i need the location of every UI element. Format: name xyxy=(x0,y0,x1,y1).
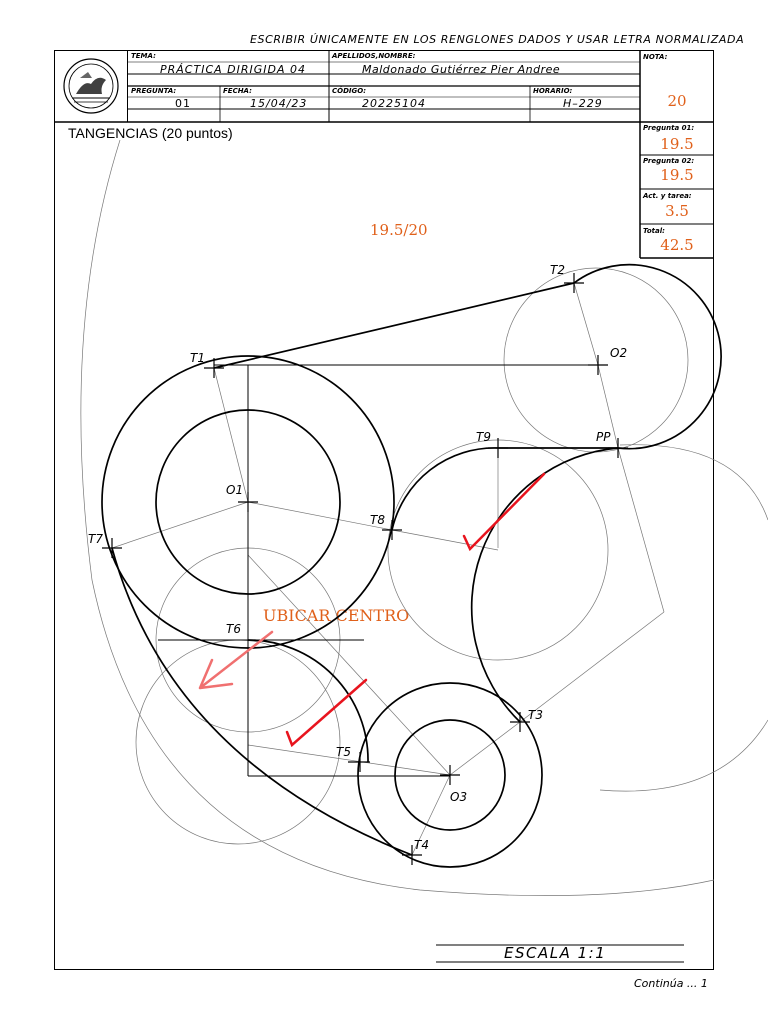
label-t8: T8 xyxy=(370,513,385,527)
label-pp: PP xyxy=(596,430,611,444)
arc-o2 xyxy=(573,263,722,450)
ubicar-centro-arrow xyxy=(198,630,274,690)
large-construction-arc xyxy=(80,139,715,896)
grade-label-p1: Pregunta 01: xyxy=(643,124,695,132)
arc-t9 xyxy=(391,447,499,531)
horario-label: HORARIO: xyxy=(533,87,573,95)
scale-label: ESCALA 1:1 xyxy=(504,944,607,962)
label-t5: T5 xyxy=(336,745,351,759)
label-t7: T7 xyxy=(88,532,103,546)
grade-label-p2: Pregunta 02: xyxy=(643,157,695,165)
label-t6: T6 xyxy=(226,622,241,636)
label-o1: O1 xyxy=(226,483,243,497)
score-note: 19.5/20 xyxy=(370,221,428,239)
label-t4: T4 xyxy=(414,838,429,852)
tangent-t1-t2 xyxy=(213,282,575,369)
label-t2: T2 xyxy=(550,263,565,277)
tema-value: PRÁCTICA DIRIGIDA 04 xyxy=(160,63,307,76)
construction-arc-right xyxy=(599,444,768,792)
pregunta-value: 01 xyxy=(175,97,191,110)
fecha-label: FECHA: xyxy=(223,87,252,95)
page-title: TANGENCIAS (20 puntos) xyxy=(68,125,233,141)
apellidos-value: Maldonado Gutiérrez Pier Andree xyxy=(362,63,561,76)
grade-value-total: 42.5 xyxy=(660,236,694,254)
check-mark-lower xyxy=(285,678,368,748)
fecha-value: 15/04/23 xyxy=(250,97,308,110)
grade-value-p2: 19.5 xyxy=(660,166,694,184)
sheet-frame xyxy=(54,50,714,970)
codigo-label: CÓDIGO: xyxy=(332,87,366,95)
circle-o3-inner xyxy=(394,719,506,831)
arc-t6-t5 xyxy=(247,639,369,763)
codigo-value: 20225104 xyxy=(362,97,426,110)
circle-o3-outer xyxy=(357,682,543,868)
grade-label-act: Act. y tarea: xyxy=(643,192,692,200)
construction-circle-o2 xyxy=(503,267,689,453)
header-instruction: ESCRIBIR ÚNICAMENTE EN LOS RENGLONES DAD… xyxy=(250,33,745,46)
logo-box xyxy=(54,50,128,122)
grade-label-total: Total: xyxy=(643,227,665,235)
horario-value: H–229 xyxy=(563,97,603,110)
nota-label: NOTA: xyxy=(643,53,668,61)
pregunta-label: PREGUNTA: xyxy=(131,87,177,95)
label-o2: O2 xyxy=(610,346,627,360)
label-o3: O3 xyxy=(450,790,467,804)
arc-pp-t3 xyxy=(470,447,619,723)
grade-value-act: 3.5 xyxy=(665,202,689,220)
apellidos-label: APELLIDOS,NOMBRE: xyxy=(332,52,416,60)
nota-value: 20 xyxy=(667,92,687,110)
university-seal-icon xyxy=(63,58,119,114)
label-t9: T9 xyxy=(476,430,491,444)
tema-label: TEMA: xyxy=(131,52,156,60)
check-mark-upper xyxy=(462,472,546,552)
arc-t7-t4 xyxy=(111,547,413,856)
label-t3: T3 xyxy=(528,708,543,722)
grade-value-p1: 19.5 xyxy=(660,135,694,153)
footer-continua: Continúa ... 1 xyxy=(634,977,708,990)
label-t1: T1 xyxy=(190,351,205,365)
